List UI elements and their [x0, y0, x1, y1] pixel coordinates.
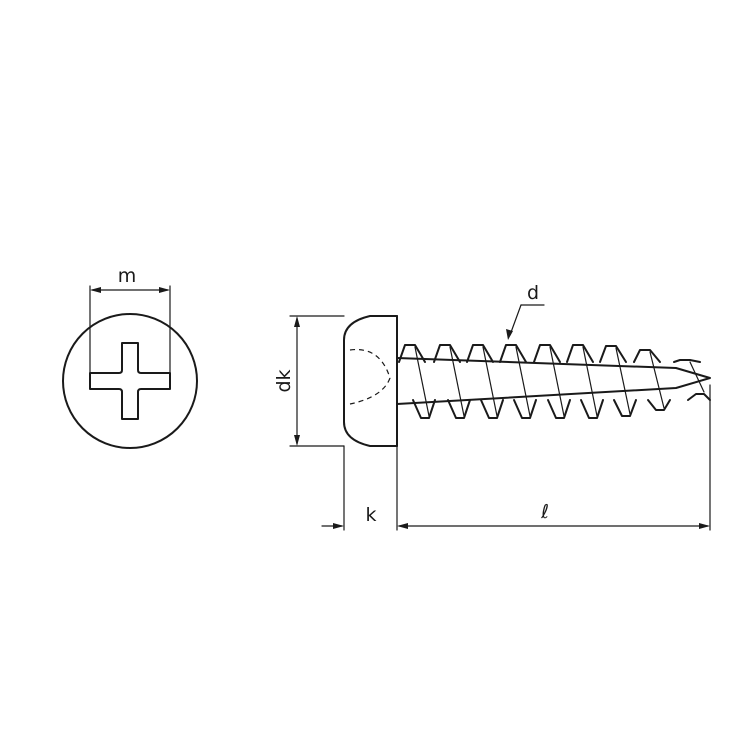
thread-crest-top: [466, 344, 494, 363]
dk-label: dk: [273, 369, 295, 392]
pan-head-profile: [343, 315, 398, 447]
thread-helix-line: [582, 346, 598, 417]
thread-crest-bottom: [513, 399, 537, 419]
thread-crest-top: [499, 344, 527, 363]
thread-helix-line: [649, 351, 665, 409]
l-arrow-right: [699, 523, 710, 529]
thread-helix-line: [414, 346, 430, 417]
thread-helix-line: [615, 347, 631, 415]
screw-side-view: [343, 315, 711, 447]
thread-helix-line: [482, 346, 498, 417]
thread-crest-top: [599, 345, 627, 363]
thread-crest-top: [533, 344, 561, 363]
d-arrow: [506, 329, 513, 340]
thread-crest-bottom: [447, 399, 471, 419]
thread-crest-top: [566, 344, 594, 363]
thread-helix-line: [689, 361, 705, 393]
thread-helix-line: [549, 346, 565, 417]
thread-crest-top: [398, 344, 426, 363]
thread-helix-line: [449, 346, 465, 417]
thread-crest-bottom: [547, 399, 571, 419]
hidden-recess-line: [349, 348, 391, 405]
phillips-recess-cross: [89, 342, 171, 420]
k-arrow: [333, 523, 344, 529]
head-top-view: m: [62, 265, 198, 449]
thread-crest-bottom: [647, 399, 671, 411]
l-dimension: ℓ: [397, 384, 711, 531]
thread-crest-bottom: [480, 399, 504, 419]
l-label: ℓ: [540, 501, 549, 523]
k-label: k: [365, 504, 376, 526]
thread-crest-top: [673, 359, 701, 363]
m-arrow-right: [159, 287, 170, 293]
thread-crest-top: [633, 349, 661, 363]
dk-arrow-bottom: [294, 435, 300, 446]
head-outline-circle: [62, 313, 198, 449]
shank-core: [396, 357, 711, 405]
k-dimension: k: [321, 445, 398, 531]
d-dimension: d: [506, 282, 545, 340]
dk-dimension: dk: [273, 315, 345, 447]
thread-crest-bottom: [412, 399, 436, 419]
l-arrow-left: [397, 523, 408, 529]
thread-crest-bottom: [580, 399, 604, 419]
m-arrow-left: [90, 287, 101, 293]
m-label: m: [118, 265, 137, 287]
d-leader-line: [509, 304, 522, 336]
dk-arrow-top: [294, 316, 300, 327]
d-label: d: [527, 282, 539, 304]
thread-crest-top: [433, 344, 461, 363]
thread-crest-bottom: [687, 393, 711, 401]
thread-helix-line: [515, 346, 531, 417]
thread-crest-bottom: [613, 399, 637, 417]
thread-profile: [398, 344, 711, 419]
